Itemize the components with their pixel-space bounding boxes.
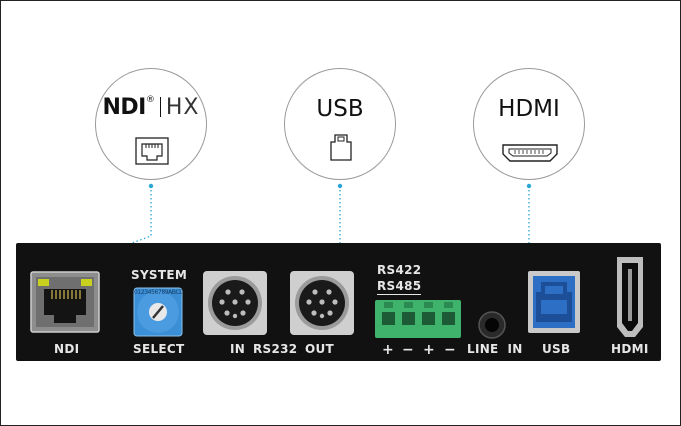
hdmi-callout-label: HDMI	[498, 96, 560, 122]
ndi-port-label: NDI	[54, 342, 80, 356]
hdmi-port[interactable]	[613, 255, 647, 339]
usb-port-label: USB	[542, 342, 571, 356]
rs232-in-label: IN	[230, 342, 246, 356]
rs232-label: RS232	[253, 342, 298, 356]
line-in-jack[interactable]	[477, 310, 507, 340]
callout-ndi: NDI®HX	[95, 68, 207, 180]
ndi-hx-logo: NDI®HX	[102, 95, 200, 120]
usb-b-port-icon	[330, 134, 352, 161]
rs485-label: RS485	[377, 279, 422, 295]
usb-callout-label: USB	[316, 96, 364, 122]
callout-usb: USB	[284, 68, 396, 180]
line-in-label: LINE IN	[467, 342, 523, 356]
hdmi-port-icon	[502, 144, 558, 162]
rear-panel: NDI SYSTEM 0123456789ABCDEF SELECT IN RS…	[16, 243, 661, 361]
rs232-in-port[interactable]	[202, 270, 268, 336]
system-label: SYSTEM	[131, 268, 188, 282]
rs422-label: RS422	[377, 263, 422, 277]
leader-ndi	[63, 186, 152, 269]
rs422-rs485-terminal-block[interactable]	[374, 299, 462, 339]
rs232-out-label: OUT	[305, 342, 335, 356]
select-label: SELECT	[133, 342, 185, 356]
dial-digits: 0123456789ABCDEF	[134, 289, 182, 296]
system-select-dial[interactable]	[133, 287, 183, 337]
terminal-sign-4: −	[444, 342, 457, 358]
rj45-ethernet-port[interactable]	[30, 271, 100, 335]
terminal-sign-2: −	[402, 342, 415, 358]
hx-text: HX	[165, 95, 200, 120]
terminal-sign-1: +	[382, 342, 395, 358]
callout-hdmi: HDMI	[473, 68, 585, 180]
terminal-sign-3: +	[423, 342, 436, 358]
ndi-brand-text: NDI	[102, 95, 147, 120]
rs232-out-port[interactable]	[289, 270, 355, 336]
hdmi-port-label: HDMI	[611, 342, 649, 356]
usb-port[interactable]	[527, 270, 581, 334]
ethernet-jack-icon	[135, 137, 169, 165]
